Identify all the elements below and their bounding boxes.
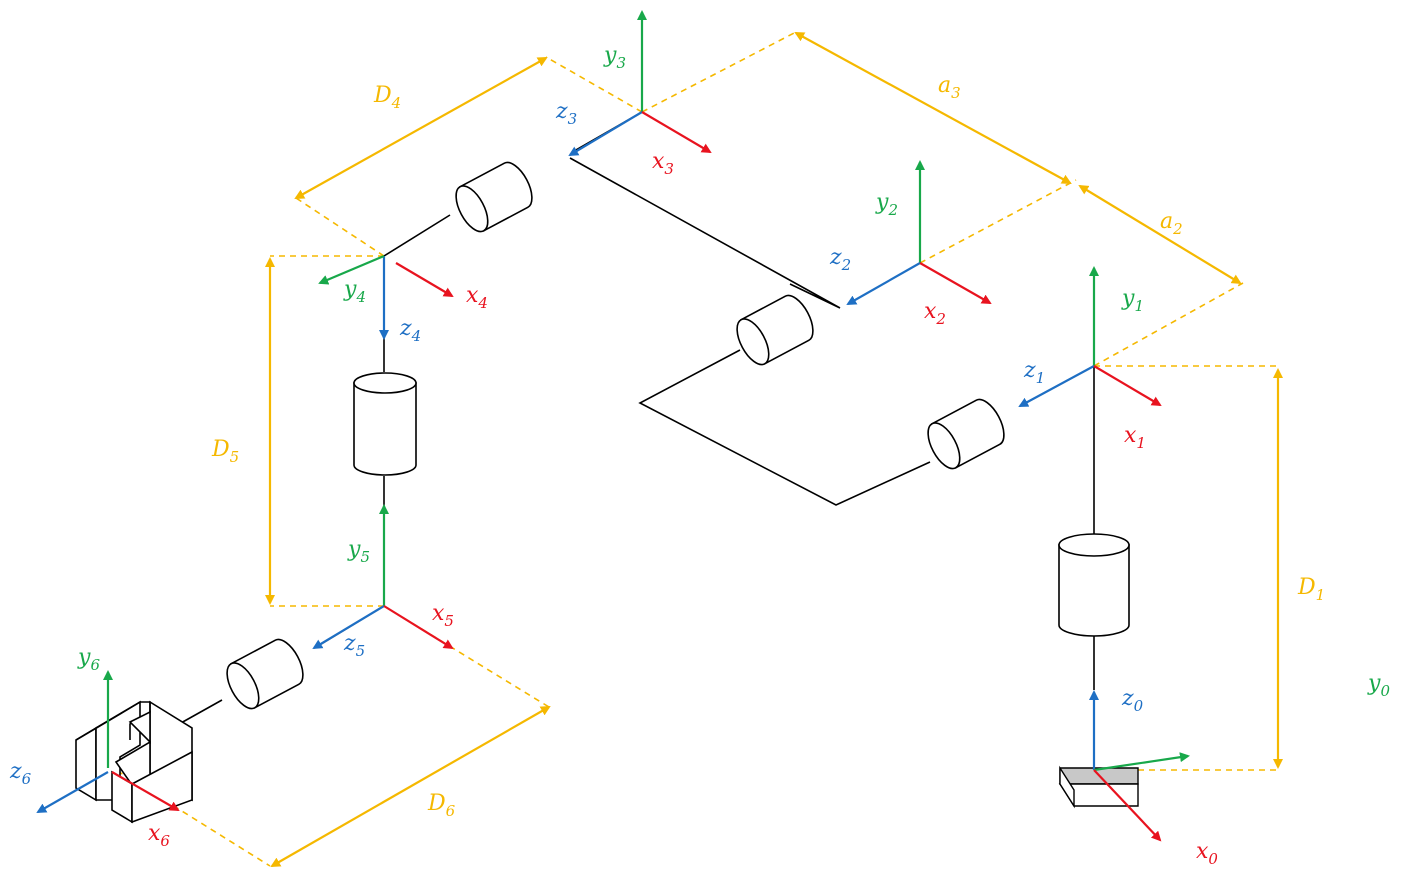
- dimension-arrows: [265, 32, 1283, 867]
- joint-3-cylinder: [455, 161, 533, 233]
- label-y2: y2: [875, 190, 898, 219]
- axis-x6: [111, 771, 180, 811]
- label-D1: D1: [1297, 575, 1325, 604]
- label-x0: x0: [1196, 839, 1218, 868]
- gripper: [75, 700, 193, 824]
- label-y6: y6: [77, 645, 100, 674]
- dimension-a2-arrow: [1078, 184, 1242, 285]
- label-x3: x3: [652, 149, 674, 178]
- axis-z2: [846, 262, 921, 305]
- label-D4: D4: [373, 83, 401, 112]
- label-z1: z1: [1023, 358, 1045, 387]
- axis-z6: [36, 771, 109, 813]
- joint-2-cylinder: [736, 294, 814, 366]
- label-x6: x6: [148, 821, 170, 850]
- label-y1: y1: [1121, 286, 1144, 315]
- axis-x2: [919, 262, 992, 304]
- dimension-extension-lines: [107, 31, 1278, 867]
- dimension-labels: D1 a2 a3 D4 D5 D6: [211, 73, 1325, 820]
- label-z6: z6: [9, 759, 32, 788]
- axis-y4: [318, 254, 385, 285]
- axis-x4: [395, 262, 454, 298]
- dimension-D6-arrow: [270, 706, 551, 867]
- label-y3: y3: [603, 43, 626, 72]
- axis-x0: [1093, 769, 1162, 842]
- label-z0: z0: [1121, 686, 1144, 715]
- label-x2: x2: [924, 299, 946, 328]
- label-x5: x5: [432, 601, 454, 630]
- joint-4-cylinder: [353, 372, 417, 476]
- axis-x5: [383, 605, 454, 650]
- label-x1: x1: [1124, 423, 1146, 452]
- label-z3: z3: [555, 99, 577, 128]
- base-block: [1058, 765, 1139, 809]
- label-z4: z4: [399, 316, 421, 345]
- axis-z3: [568, 111, 643, 157]
- axis-y0-arrow: [1093, 752, 1190, 772]
- joint-5-cylinder: [226, 638, 304, 710]
- label-y0: y0: [1367, 671, 1390, 700]
- axis-z5: [312, 605, 385, 650]
- axis-z1: [1018, 365, 1095, 407]
- label-D5: D5: [211, 437, 239, 466]
- axis-x3: [641, 111, 712, 154]
- dimension-a3-arrow: [794, 32, 1072, 184]
- label-y5: y5: [347, 537, 370, 566]
- label-z5: z5: [343, 631, 365, 660]
- axis-labels: z0 y0 x0 y1 z1 x1 y2 z2 x2 y3 z3 x3 y4 z…: [9, 43, 1390, 868]
- label-a2: a2: [1160, 209, 1183, 238]
- joint-1-cylinder: [927, 398, 1005, 470]
- axes: [36, 10, 1190, 842]
- label-D6: D6: [427, 791, 456, 820]
- dimension-D4-arrow: [294, 57, 548, 199]
- label-z2: z2: [829, 245, 851, 274]
- axis-x1: [1093, 365, 1162, 407]
- base-cylinder: [1058, 533, 1130, 637]
- label-y4: y4: [343, 277, 366, 306]
- label-a3: a3: [938, 73, 961, 102]
- label-x4: x4: [466, 283, 488, 312]
